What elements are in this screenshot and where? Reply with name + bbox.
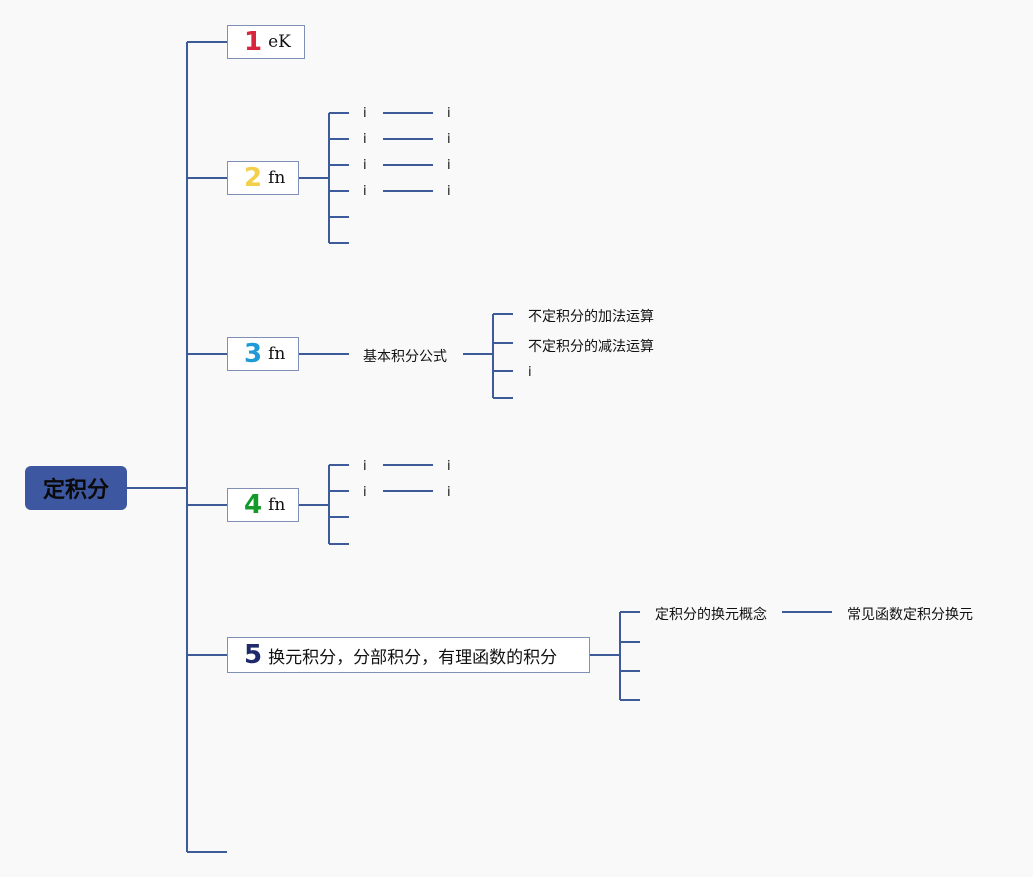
branch2-grandchild[interactable]: i bbox=[447, 132, 451, 147]
branch-node-2[interactable]: 2 fn bbox=[227, 161, 299, 195]
branch3-child[interactable]: 基本积分公式 bbox=[363, 349, 447, 365]
branch-number-4: 4 bbox=[244, 490, 263, 520]
branch-label-4: fn bbox=[268, 495, 286, 515]
root-label: 定积分 bbox=[42, 478, 109, 503]
branch3-grandchild[interactable]: 不定积分的减法运算 bbox=[528, 339, 654, 355]
branch5-grandchild[interactable]: 常见函数定积分换元 bbox=[847, 607, 973, 623]
branch-node-1[interactable]: 1 eK bbox=[227, 25, 305, 59]
branch-number-1: 1 bbox=[244, 27, 263, 57]
branch-label-3: fn bbox=[268, 344, 286, 364]
root-node[interactable]: 定积分 bbox=[25, 466, 127, 510]
branch-node-4[interactable]: 4 fn bbox=[227, 488, 299, 522]
branch2-child[interactable]: i bbox=[363, 106, 367, 121]
branch-node-3[interactable]: 3 fn bbox=[227, 337, 299, 371]
branch5-child[interactable]: 定积分的换元概念 bbox=[655, 607, 767, 623]
branch4-child[interactable]: i bbox=[363, 485, 367, 500]
branch-number-5: 5 bbox=[244, 640, 263, 670]
branch-label-1: eK bbox=[268, 32, 291, 52]
branch2-grandchild[interactable]: i bbox=[447, 158, 451, 173]
branch2-child[interactable]: i bbox=[363, 184, 367, 199]
branch-node-5[interactable]: 5 换元积分，分部积分，有理函数的积分 bbox=[227, 637, 590, 673]
branch4-grandchild[interactable]: i bbox=[447, 459, 451, 474]
branch2-child[interactable]: i bbox=[363, 158, 367, 173]
branch-label-5: 换元积分，分部积分，有理函数的积分 bbox=[268, 647, 558, 668]
branch3-grandchild[interactable]: i bbox=[528, 365, 532, 380]
branch4-child[interactable]: i bbox=[363, 459, 367, 474]
branch-label-2: fn bbox=[268, 168, 286, 188]
branch4-grandchild[interactable]: i bbox=[447, 485, 451, 500]
branch-number-2: 2 bbox=[244, 163, 263, 193]
branch-number-3: 3 bbox=[244, 339, 263, 369]
branch2-grandchild[interactable]: i bbox=[447, 184, 451, 199]
branch3-grandchild[interactable]: 不定积分的加法运算 bbox=[528, 309, 654, 325]
branch2-child[interactable]: i bbox=[363, 132, 367, 147]
branch2-grandchild[interactable]: i bbox=[447, 106, 451, 121]
